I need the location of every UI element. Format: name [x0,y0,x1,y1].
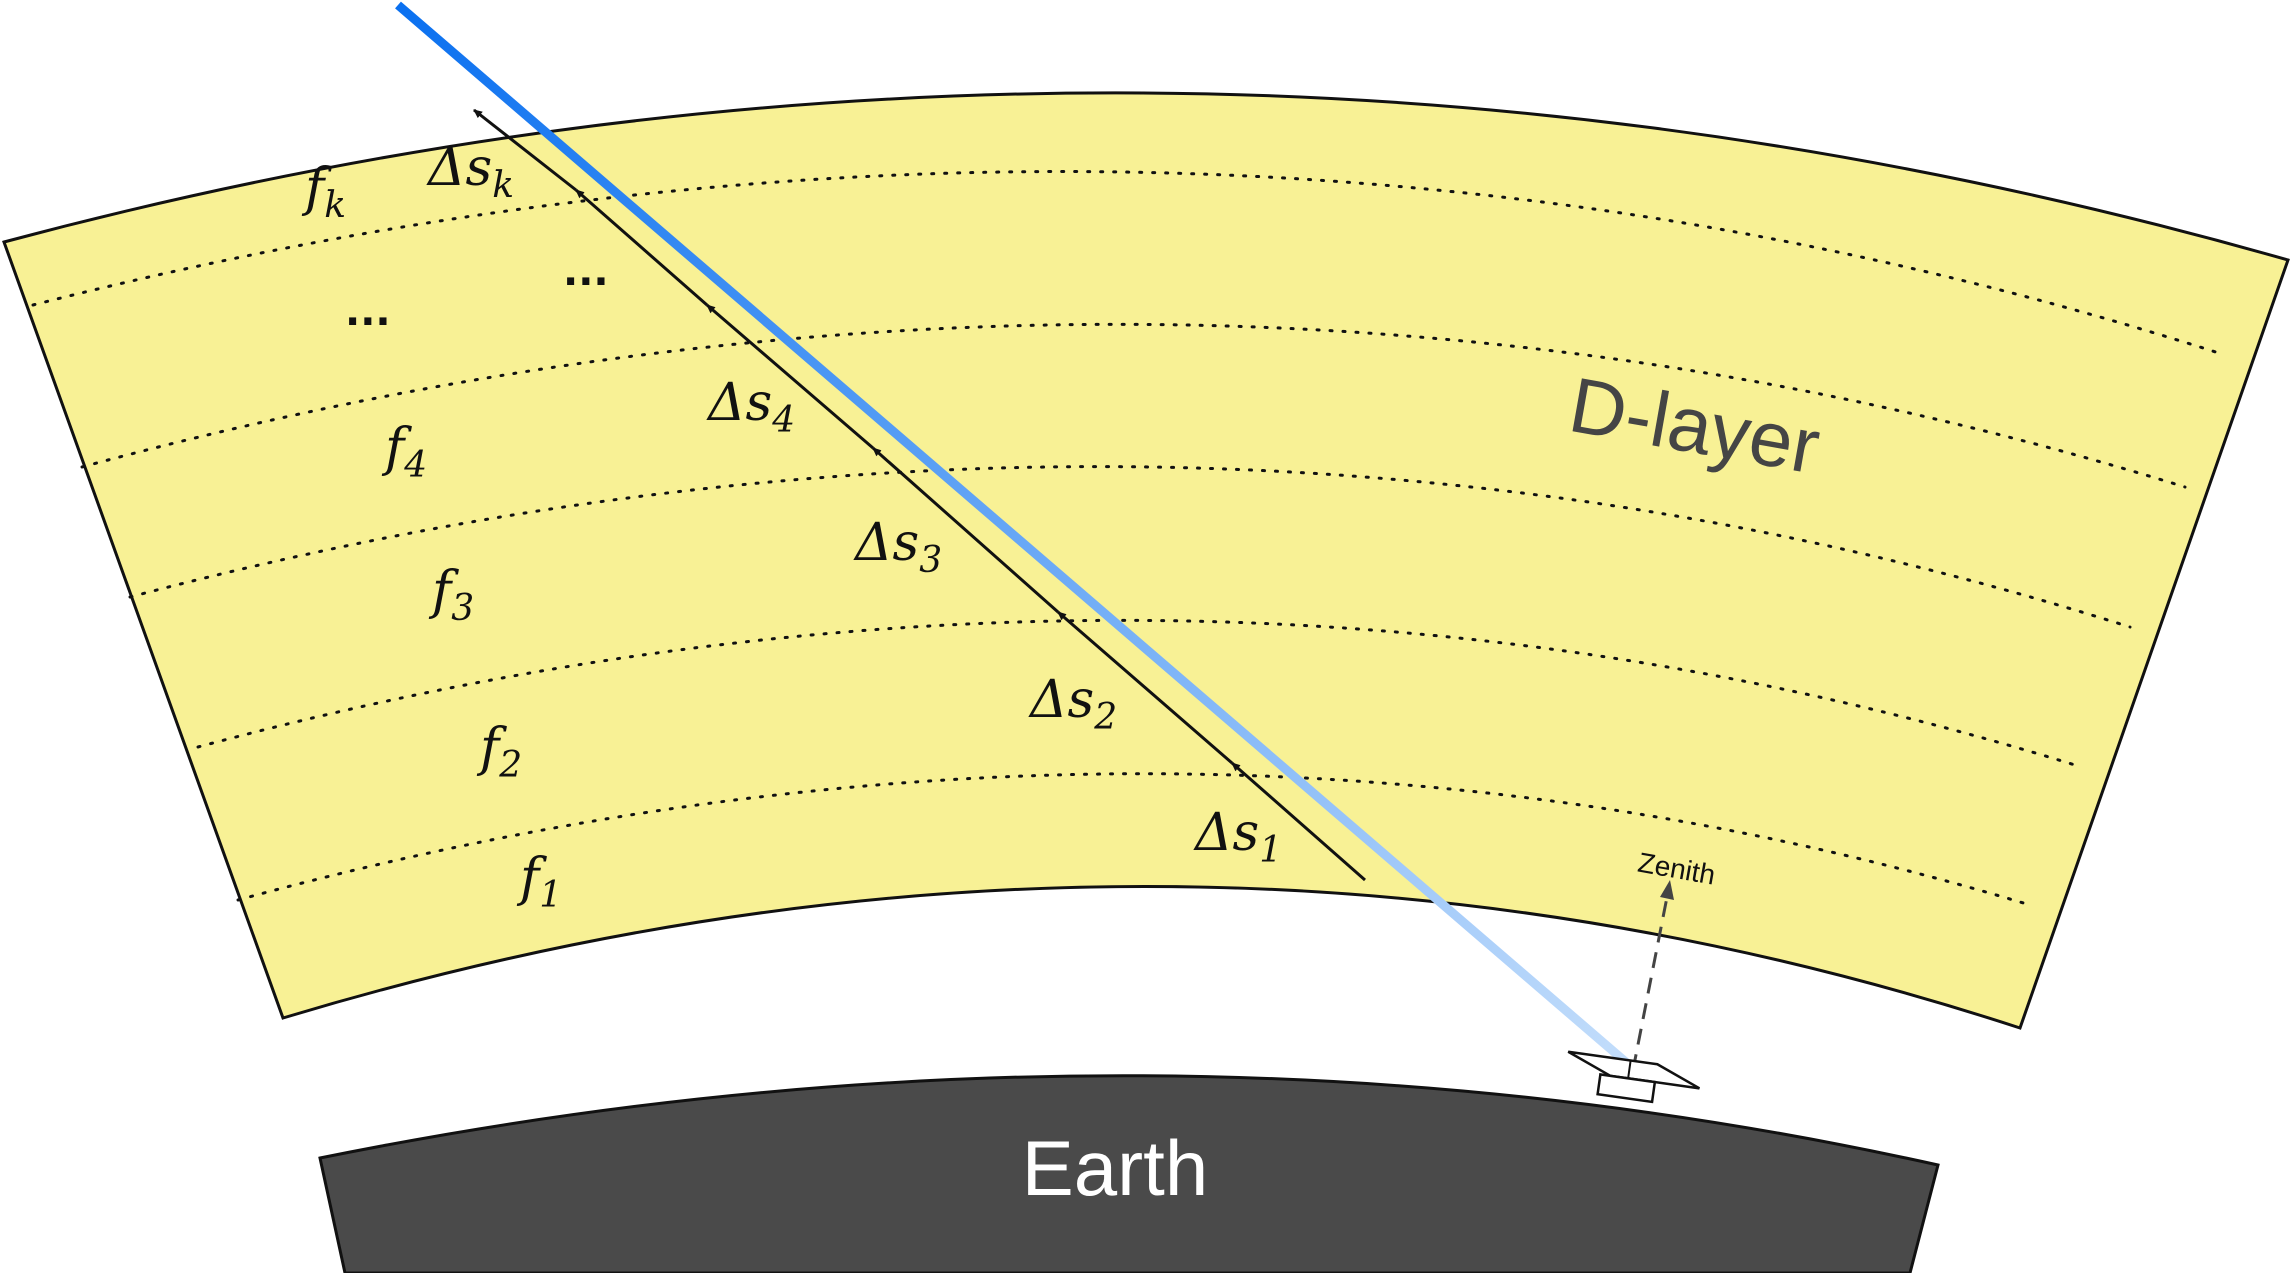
boundary-line-4 [80,322,2187,489]
segment-arrow-5 [575,188,708,307]
segment-label-sk: Δsk [426,138,514,206]
satellite-receiver-icon [1567,1050,1701,1104]
d-layer-region [2,91,2290,1030]
signal-ray [395,1,1638,1074]
layer-label-f4: f4 [381,418,427,486]
segment-label-dots: ... [563,249,609,295]
segment-arrow-1 [1231,761,1366,882]
earth-region [318,1074,1940,1273]
zenith-arrowhead [1660,880,1674,900]
zenith-arrow [1631,891,1670,1071]
layer-label-dots: ... [345,289,391,335]
boundary-line-5 [31,170,2227,357]
segment-arrow-2 [1057,610,1233,765]
segment-labels: Δs1 Δs2 Δs3 Δs4 ... Δsk [426,138,1282,871]
segment-label-s2: Δs2 [1028,670,1117,738]
layer-boundaries [31,170,2227,907]
segment-arrow-4 [706,303,874,450]
segment-arrow-3 [872,446,1059,614]
segment-label-s1: Δs1 [1193,803,1282,871]
boundary-line-2 [196,618,2077,767]
segment-label-s3: Δs3 [853,513,942,581]
earth-label: Earth [1022,1124,1208,1212]
path-segments [473,108,1366,882]
segment-arrow-6 [473,108,577,192]
segment-label-s4: Δs4 [706,373,795,441]
layer-label-f2: f2 [476,718,522,786]
boundary-line-1 [236,772,2032,907]
